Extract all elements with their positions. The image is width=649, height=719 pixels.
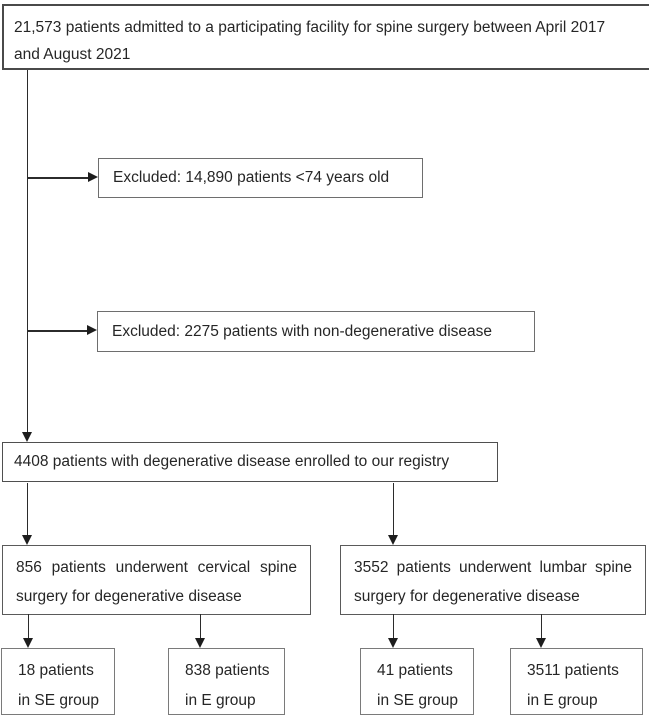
box-cervical-e-line1: 838 patients — [185, 662, 270, 679]
connector-cervical-line — [26, 483, 28, 536]
box-admitted-line1: 21,573 patients admitted to a participat… — [14, 19, 606, 36]
arrowhead-registry-icon — [22, 432, 32, 442]
box-cervical-surgery: 856 patients underwent cervical spine su… — [2, 545, 311, 615]
box-registry: 4408 patients with degenerative disease … — [2, 442, 498, 482]
arrowhead-excluded-age-icon — [88, 172, 98, 182]
box-lumbar-se-group: 41 patients in SE group — [360, 648, 474, 715]
connector-main-line — [26, 70, 28, 433]
connector-cervical-se-line — [27, 614, 29, 639]
box-excluded-age: Excluded: 14,890 patients <74 years old — [98, 158, 423, 198]
box-excluded-nondegenerative-text: Excluded: 2275 patients with non-degener… — [112, 322, 493, 340]
connector-lumbar-line — [392, 483, 394, 536]
box-excluded-age-text: Excluded: 14,890 patients <74 years old — [113, 169, 390, 186]
arrowhead-lumbar-se-icon — [388, 638, 398, 648]
arrowhead-lumbar-e-icon — [536, 638, 546, 648]
box-admitted-line2: and August 2021 — [14, 46, 131, 63]
box-lumbar-e-line2: in E group — [527, 692, 598, 709]
arrowhead-cervical-icon — [22, 535, 32, 545]
box-lumbar-se-line2: in SE group — [377, 692, 458, 709]
box-cervical-line1: 856 patients underwent cervical spine — [16, 559, 297, 576]
arrowhead-excluded-nondegenerative-icon — [87, 325, 97, 335]
arrowhead-lumbar-icon — [388, 535, 398, 545]
connector-cervical-e-line — [199, 614, 201, 639]
connector-excluded-age-line — [27, 177, 89, 179]
box-cervical-e-group: 838 patients in E group — [168, 648, 285, 715]
box-cervical-e-line2: in E group — [185, 692, 256, 709]
box-lumbar-line1: 3552 patients underwent lumbar spine — [354, 559, 632, 576]
box-lumbar-line2: surgery for degenerative disease — [354, 588, 580, 605]
box-lumbar-se-line1: 41 patients — [377, 662, 453, 679]
box-cervical-line2: surgery for degenerative disease — [16, 588, 242, 605]
box-cervical-se-line1: 18 patients — [18, 662, 94, 679]
box-cervical-se-line2: in SE group — [18, 692, 99, 709]
connector-lumbar-e-line — [540, 614, 542, 639]
box-lumbar-surgery: 3552 patients underwent lumbar spine sur… — [340, 545, 646, 615]
box-cervical-se-group: 18 patients in SE group — [1, 648, 115, 715]
box-admitted: 21,573 patients admitted to a participat… — [2, 4, 649, 70]
box-lumbar-e-group: 3511 patients in E group — [510, 648, 643, 715]
box-excluded-nondegenerative: Excluded: 2275 patients with non-degener… — [97, 311, 535, 352]
arrowhead-cervical-e-icon — [195, 638, 205, 648]
connector-lumbar-se-line — [392, 614, 394, 639]
connector-excluded-nondegenerative-line — [27, 330, 88, 332]
box-registry-text: 4408 patients with degenerative disease … — [14, 453, 450, 470]
arrowhead-cervical-se-icon — [23, 638, 33, 648]
box-lumbar-e-line1: 3511 patients — [527, 662, 619, 679]
